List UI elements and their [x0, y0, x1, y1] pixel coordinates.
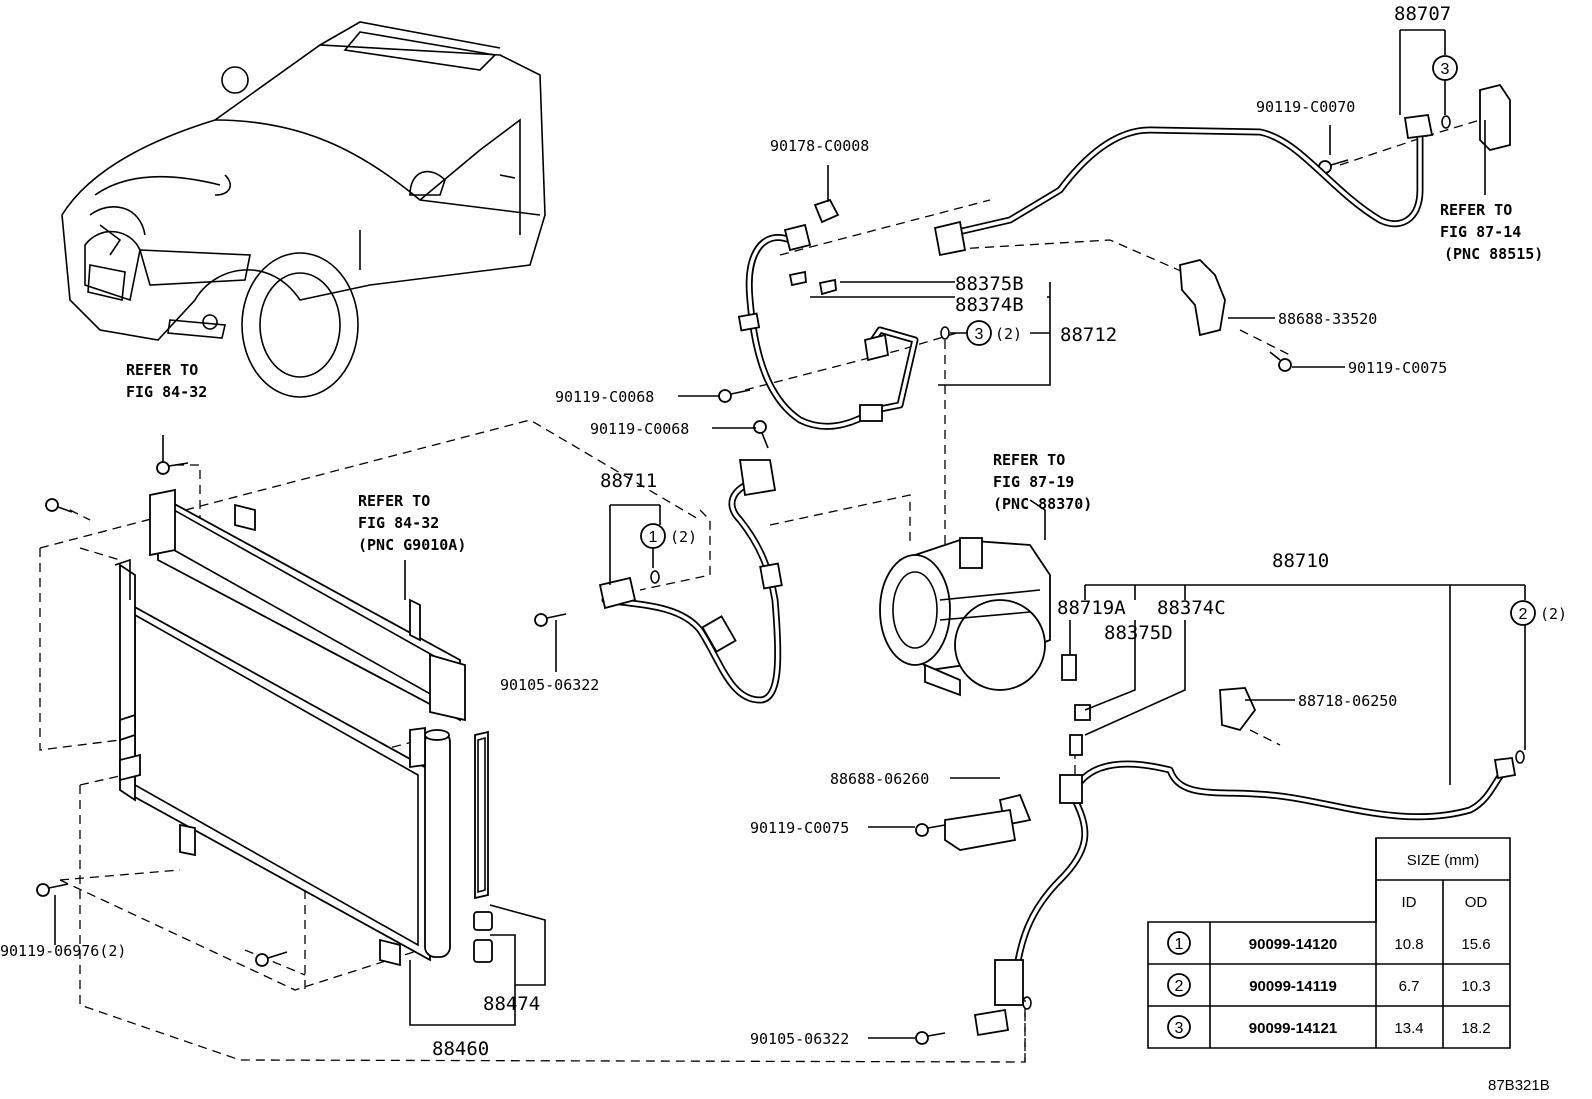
table-row-ref: 3 — [1175, 1020, 1184, 1037]
compressor — [879, 537, 1051, 697]
table-row-od: 15.6 — [1461, 936, 1490, 953]
refer-note-line: REFER TO — [358, 492, 430, 510]
part-label-90119-c0068: 90119-C0068 — [590, 420, 689, 438]
table-row-ref: 2 — [1175, 978, 1184, 995]
refer-note-line: (PNC 88515) — [1444, 245, 1543, 263]
bolt-icon — [1269, 351, 1292, 372]
part-label-88375b: 88375B — [955, 273, 1024, 295]
part-label-90105-06322: 90105-06322 — [500, 676, 599, 694]
table-row-od: 10.3 — [1461, 978, 1490, 995]
table-row-id: 13.4 — [1394, 1020, 1423, 1037]
part-label-90119-c0075: 90119-C0075 — [1348, 359, 1447, 377]
table-row-od: 18.2 — [1461, 1020, 1490, 1037]
callout-number: 3 — [1441, 61, 1450, 78]
part-label-90178-c0008: 90178-C0008 — [770, 137, 869, 155]
bolt-icon — [915, 823, 946, 837]
part-label-88375d: 88375D — [1104, 622, 1173, 644]
callout-quantity: (2) — [1540, 605, 1567, 623]
refrigerant-lines — [598, 113, 1517, 1006]
refer-note-line: REFER TO — [993, 451, 1065, 469]
part-label-90119-06976: 90119-06976(2) — [0, 942, 126, 960]
part-label-88711: 88711 — [600, 470, 657, 492]
part-label-88688-06260: 88688-06260 — [830, 770, 929, 788]
bolt-icon — [255, 951, 288, 967]
table-header-id: ID — [1402, 894, 1417, 911]
bolt-icon — [534, 613, 567, 627]
part-labels: 88707 90119-C0070 90178-C0008 88375B 883… — [0, 3, 1451, 1060]
part-label-88474: 88474 — [483, 993, 540, 1015]
vehicle-illustration — [61, 21, 546, 398]
brackets — [650, 83, 1525, 1037]
bolt-icon — [753, 420, 769, 449]
refer-note-line: FIG 87-19 — [993, 473, 1074, 491]
refer-note-line: REFER TO — [1440, 201, 1512, 219]
callout-quantity: (2) — [995, 325, 1022, 343]
part-label-88374b: 88374B — [955, 294, 1024, 316]
bolt-icon — [915, 1031, 946, 1045]
leader-lines — [54, 29, 1526, 1039]
refer-note-line: FIG 87-14 — [1440, 223, 1521, 241]
part-label-88712: 88712 — [1060, 324, 1117, 346]
part-label-88718-06250: 88718-06250 — [1298, 692, 1397, 710]
table-row-id: 10.8 — [1394, 936, 1423, 953]
part-label-88688-33520: 88688-33520 — [1278, 310, 1377, 328]
bolt-icon — [156, 461, 189, 475]
refer-note-line: FIG 84-32 — [126, 383, 207, 401]
callout-number: 3 — [975, 326, 984, 343]
table-row-id: 6.7 — [1399, 978, 1420, 995]
condenser-assembly — [114, 488, 493, 967]
table-header-od: OD — [1465, 894, 1488, 911]
diagram-code: 87B321B — [1488, 1077, 1550, 1094]
part-label-90119-c0075: 90119-C0075 — [750, 819, 849, 837]
bolt-icon — [36, 883, 69, 897]
callout-number: 2 — [1519, 606, 1528, 623]
table-row-part: 90099-14120 — [1249, 936, 1337, 953]
callout-quantity: (2) — [670, 528, 697, 546]
o-ring-size-table: SIZE (mm) ID OD 1 90099-14120 10.8 15.6 … — [1147, 837, 1511, 1049]
reference-notes: REFER TO FIG 84-32 REFER TO FIG 84-32 (P… — [126, 201, 1543, 554]
callout-number: 1 — [649, 529, 658, 546]
refer-note-line: (PNC G9010A) — [358, 536, 466, 554]
part-label-88374c: 88374C — [1157, 597, 1226, 619]
table-row-part: 90099-14121 — [1249, 1020, 1337, 1037]
part-label-90105-06322: 90105-06322 — [750, 1030, 849, 1048]
callouts: 1 (2) 2 (2) 3 (2) 3 — [640, 55, 1567, 626]
part-label-88710: 88710 — [1272, 550, 1329, 572]
refer-note-line: REFER TO — [126, 361, 198, 379]
table-header-size: SIZE (mm) — [1407, 852, 1480, 869]
table-row-part: 90099-14119 — [1249, 978, 1337, 995]
part-label-88719a: 88719A — [1057, 597, 1126, 619]
part-label-88460: 88460 — [432, 1038, 489, 1060]
table-row-ref: 1 — [1175, 936, 1184, 953]
refer-note-line: FIG 84-32 — [358, 514, 439, 532]
refer-note-line: (PNC 88370) — [993, 495, 1092, 513]
bolt-icon — [718, 389, 751, 403]
part-label-90119-c0068: 90119-C0068 — [555, 388, 654, 406]
part-label-90119-c0070: 90119-C0070 — [1256, 98, 1355, 116]
bolt-icon — [45, 498, 73, 513]
callout-circle — [1510, 600, 1536, 626]
part-label-88707: 88707 — [1394, 3, 1451, 25]
bolts — [36, 159, 1349, 1045]
